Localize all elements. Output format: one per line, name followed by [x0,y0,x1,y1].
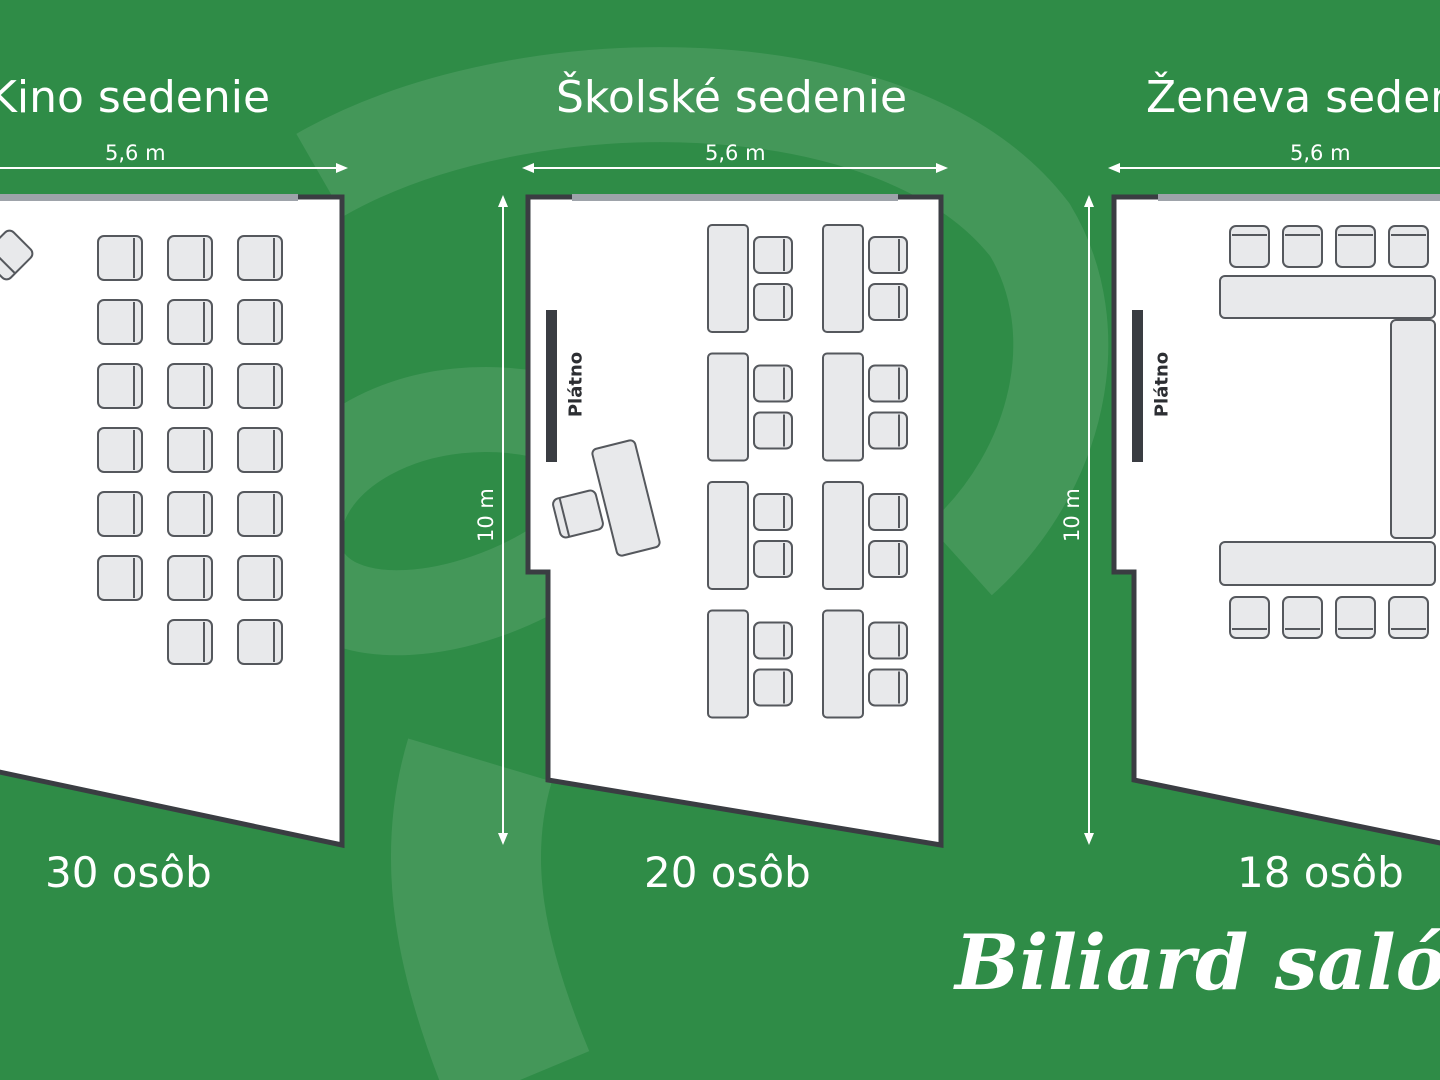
conference-table-side [1390,319,1436,539]
chair-icon [868,540,908,578]
chair-icon [1282,596,1323,639]
chair-icon [868,364,908,403]
chair-icon [1388,596,1429,639]
chair-icon [97,491,143,537]
chair-icon [237,491,283,537]
teacher-desk [591,439,661,557]
window-strip [572,194,898,201]
chair-icon [753,493,793,531]
chair-icon [753,668,793,707]
chair-icon [753,411,793,450]
chair-icon [753,364,793,403]
desk-icon [707,224,749,333]
chair-icon [237,363,283,409]
desk-rows [707,224,908,719]
screen-label: Plátno [1151,351,1173,418]
chair-icon [97,427,143,473]
chair-icon [97,363,143,409]
capacity-zeneva: 18 osôb [1237,848,1404,897]
room-title-kino: Kino sedenie [0,72,271,123]
chair-icon [237,235,283,281]
room-title-skolske: Školské sedenie [556,72,908,123]
room-width-label: 5,6 m [705,141,766,165]
chair-icon [237,427,283,473]
chair-icon [1282,225,1323,268]
chair-icon [753,540,793,578]
room-height-label: 10 m [1060,488,1084,542]
room-height-label: 10 m [474,488,498,542]
chair-icon [868,493,908,531]
chair-icon [868,411,908,450]
chair-icon [753,283,793,321]
chair-icon [167,299,213,345]
desk-icon [707,481,749,590]
chair-icon [97,299,143,345]
projection-screen [546,310,557,462]
conference-table-top [1219,275,1436,319]
chair-icon [868,668,908,707]
chair-icon [237,555,283,601]
room-width-label: 5,6 m [105,141,166,165]
room-width-label: 5,6 m [1290,141,1351,165]
chair-icon [1335,225,1376,268]
width-dimension-arrow [0,163,348,173]
desk-icon [822,224,864,333]
chair-icon [1229,596,1270,639]
height-dimension-arrow [1084,195,1094,845]
desk-icon [707,352,749,462]
chair-icon [1388,225,1429,268]
chair-icon [167,555,213,601]
capacity-skolske: 20 osôb [644,848,811,897]
room-title-zeneva: Ženeva sedenie [1146,72,1440,123]
chair-icon [237,299,283,345]
conference-chairs [1229,225,1429,639]
room-plan-kino [0,163,348,849]
chair-icon [167,235,213,281]
window-strip [0,194,298,201]
desk-icon [707,609,749,719]
chair-icon [167,427,213,473]
chair-icon [1335,596,1376,639]
width-dimension-arrow [1108,163,1440,173]
chair-icon [97,555,143,601]
chair-icon [753,621,793,660]
capacity-kino: 30 osôb [45,848,212,897]
room-plan-zeneva [1084,163,1440,846]
chair-icon [868,283,908,321]
chair-icon [167,619,213,665]
chair-icon [868,236,908,274]
brand-logo-text: Biliard salón [955,918,1440,1007]
chair-icon [753,236,793,274]
desk-icon [822,609,864,719]
desk-icon [822,352,864,462]
chair-icon [237,619,283,665]
window-strip [1158,194,1440,201]
height-dimension-arrow [498,195,508,845]
chair-icon [167,491,213,537]
chair-icon [1229,225,1270,268]
chair-rows [97,235,283,665]
teacher-chair-icon [552,489,604,539]
chair-icon [167,363,213,409]
conference-table-bottom [1219,541,1436,586]
projection-screen [1132,310,1143,462]
room-floor [1111,194,1440,846]
screen-label: Plátno [565,351,587,418]
desk-icon [822,481,864,590]
width-dimension-arrow [522,163,948,173]
room-plan-skolske [498,163,948,848]
chair-icon [97,235,143,281]
armchair-icon [0,229,34,281]
chair-icon [868,621,908,660]
